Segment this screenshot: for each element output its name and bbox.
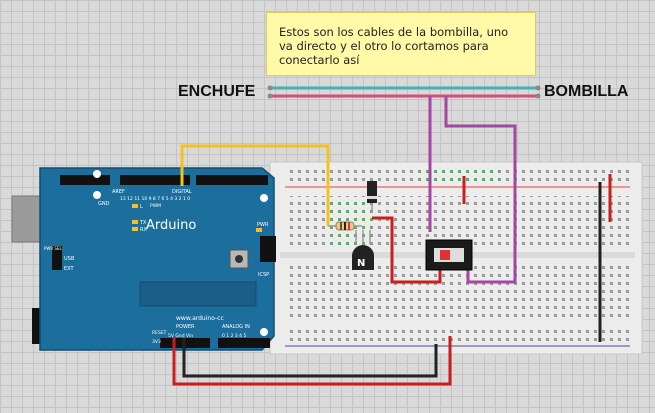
usb-label: USB	[64, 256, 75, 262]
digital-pin-numbers: 13 12 11 10 9 8 7 6 5 4 3 2 1 0	[120, 196, 190, 202]
pwr-sel-label: PWR SEL	[44, 246, 62, 251]
note-box: Estos son los cables de la bombilla, uno…	[266, 12, 536, 76]
arduino-logo-text: Arduino	[146, 218, 196, 233]
purple-wire-right	[444, 96, 517, 284]
bombilla-label: BOMBILLA	[544, 83, 629, 100]
power-pins: 5V Gnd Vin	[168, 333, 193, 339]
arduino-url: www.arduino-cc	[176, 315, 224, 322]
yellow-signal-wire	[180, 144, 330, 226]
analog-label: ANALOG IN	[222, 324, 250, 330]
black-wires	[182, 182, 602, 378]
pwr-label: PWR	[257, 222, 269, 228]
l-label: L	[140, 204, 143, 210]
red-wire-relay	[372, 216, 442, 284]
enchufe-label: ENCHUFE	[178, 83, 256, 100]
black-wire-gnd	[182, 338, 438, 378]
transistor: N	[352, 230, 374, 270]
note-text: Estos son los cables de la bombilla, uno…	[279, 25, 509, 67]
aref-label: AREF	[112, 189, 125, 195]
reset-label: RESET	[152, 330, 167, 336]
relay	[425, 239, 473, 271]
ext-label: EXT	[64, 266, 74, 272]
power-label: POWER	[176, 324, 195, 330]
diode	[367, 178, 377, 212]
red-wire-5v	[172, 336, 452, 386]
rx-label: RX	[140, 227, 147, 233]
transistor-letter: N	[357, 258, 365, 269]
analog-pins: 0 1 2 3 4 5	[222, 333, 246, 339]
tx-label: TX	[139, 220, 147, 226]
digital-label: DIGITAL	[172, 189, 192, 195]
pwm-label: PWM	[150, 203, 161, 209]
icsp-label: ICSP	[258, 272, 269, 278]
mains-wires	[267, 85, 541, 99]
gnd-label: GND	[98, 201, 110, 207]
red-wires	[172, 174, 612, 386]
arduino-board: Arduino www.arduino-cc DIGITAL AREF GND …	[11, 167, 276, 351]
relay-wires	[428, 96, 517, 284]
resistor	[328, 221, 362, 231]
v33-label: 3V3	[152, 339, 161, 345]
